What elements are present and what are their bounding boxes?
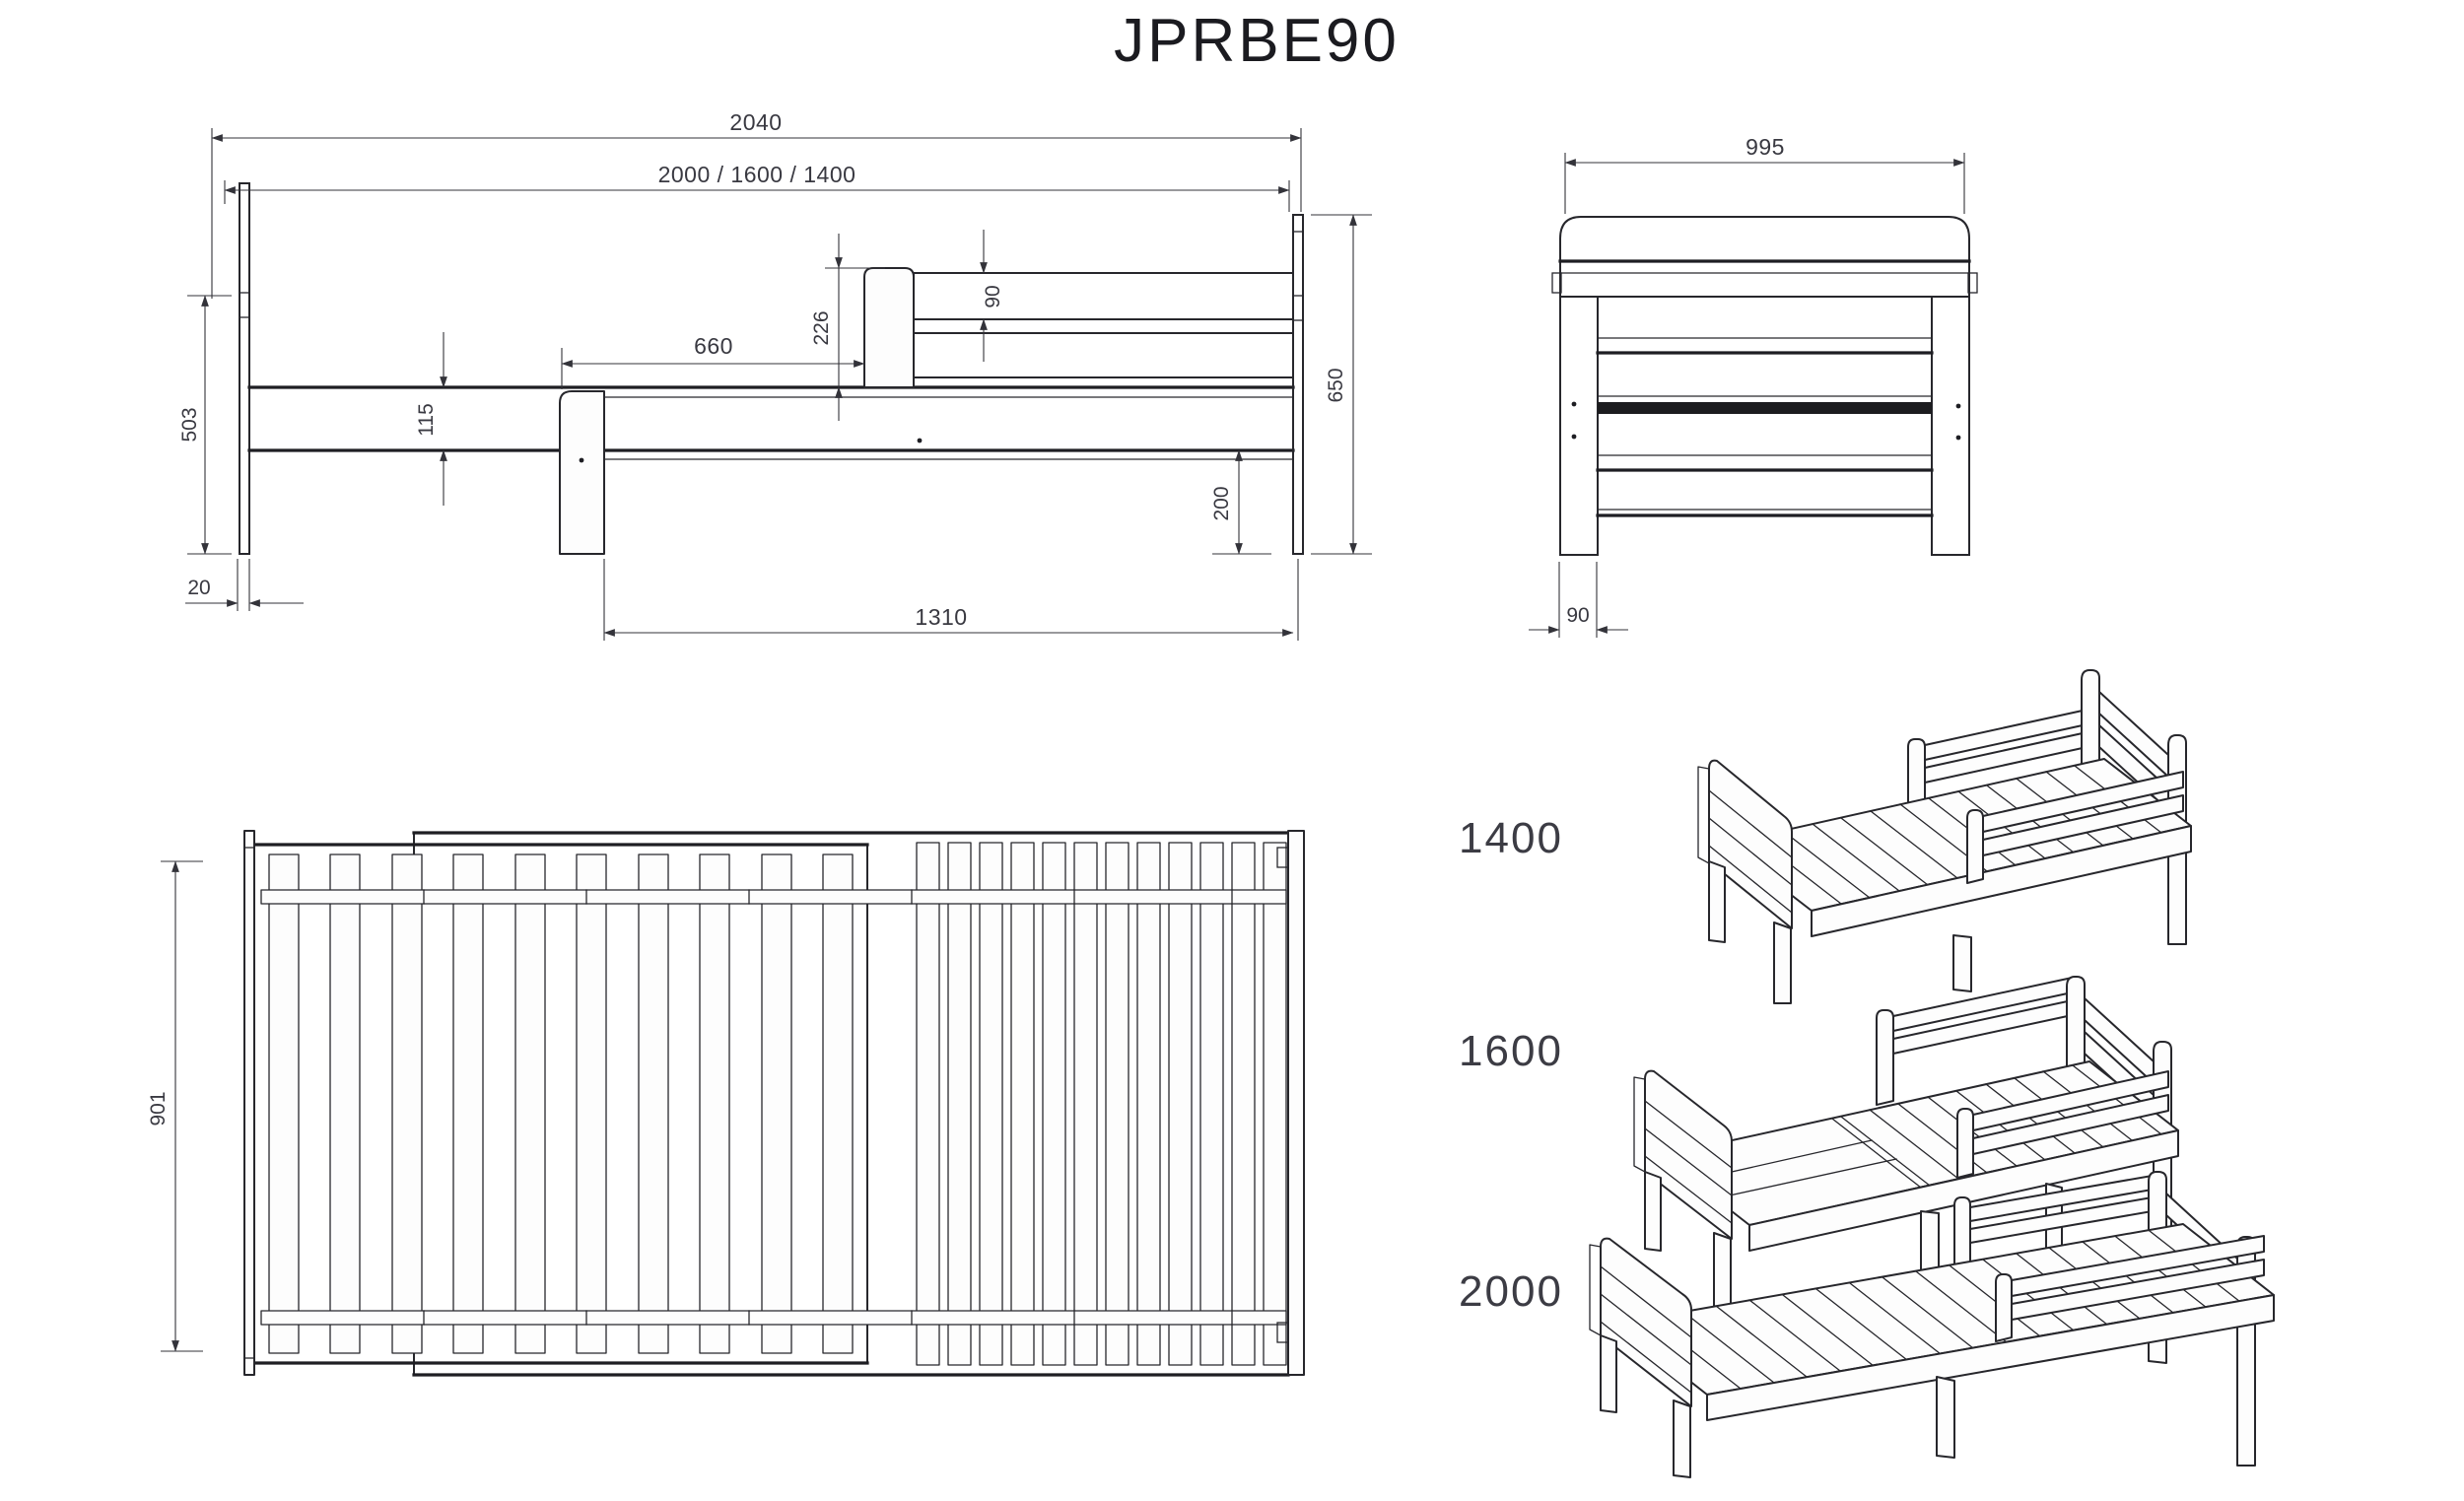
variant-label-2000: 2000 bbox=[1459, 1267, 1563, 1316]
side-view-bed-outline bbox=[239, 182, 1304, 555]
variant-label-1600: 1600 bbox=[1459, 1027, 1563, 1075]
top-view-drawing: 901 bbox=[147, 830, 1305, 1377]
dim-footboard-thickness-label: 20 bbox=[187, 577, 210, 599]
dim-frame-rail-height-label: 115 bbox=[415, 403, 438, 436]
dim-underbed-clearance-label: 200 bbox=[1210, 486, 1233, 520]
footboard-plank-top bbox=[243, 830, 255, 1376]
guard-plank-lower bbox=[913, 332, 1294, 378]
guard-notch-right bbox=[1967, 272, 1978, 294]
dim-leg-span-label: 1310 bbox=[915, 604, 967, 630]
isometric-view-1400 bbox=[1697, 669, 2192, 1004]
front-view-drawing: 995 90 bbox=[1529, 134, 1978, 638]
guard-notch-left bbox=[1551, 272, 1562, 294]
headboard-outline bbox=[1559, 216, 1970, 556]
dim-variant-lengths-label: 2000 / 1600 / 1400 bbox=[658, 162, 856, 187]
guard-plank-upper bbox=[913, 272, 1294, 320]
foot-section-slats bbox=[268, 853, 854, 1354]
dim-overall-length-label: 2040 bbox=[729, 109, 782, 135]
guard-post bbox=[863, 267, 915, 388]
dim-inner-width-label: 901 bbox=[147, 1091, 170, 1126]
head-section-slats bbox=[916, 842, 1287, 1366]
variant-label-1400: 1400 bbox=[1459, 814, 1563, 862]
headboard-plank bbox=[1292, 214, 1304, 555]
middle-leg bbox=[559, 390, 605, 555]
side-view-drawing: 2040 2000 / 1600 / 1400 503 20 115 660 2… bbox=[178, 109, 1372, 641]
dim-headboard-height-label: 650 bbox=[1325, 368, 1347, 402]
dim-slat-offset-label: 660 bbox=[694, 333, 733, 359]
dim-guard-above-frame-label: 226 bbox=[810, 310, 833, 345]
drawing-title: JPRBE90 bbox=[1114, 7, 1400, 75]
headboard-plank-top bbox=[1287, 830, 1305, 1376]
top-view-dimensions: 901 bbox=[147, 860, 203, 1352]
isometric-view-2000 bbox=[1589, 1171, 2275, 1478]
slat-support-batten bbox=[1598, 402, 1932, 414]
isometric-view-1600 bbox=[1633, 976, 2179, 1315]
footboard-plank bbox=[239, 182, 250, 555]
dim-overall-width-label: 995 bbox=[1745, 134, 1785, 160]
slat-battens bbox=[260, 889, 1287, 1326]
dim-guard-plank-height-label: 90 bbox=[982, 285, 1004, 307]
dim-leg-width-label: 90 bbox=[1566, 604, 1589, 627]
front-view-dimensions: 995 90 bbox=[1529, 134, 1965, 638]
side-view-dimensions: 2040 2000 / 1600 / 1400 503 20 115 660 2… bbox=[178, 109, 1372, 641]
top-view-bed-outline bbox=[243, 830, 1305, 1377]
front-view-bed-outline bbox=[1551, 216, 1978, 556]
dim-footboard-height-label: 503 bbox=[178, 407, 201, 442]
